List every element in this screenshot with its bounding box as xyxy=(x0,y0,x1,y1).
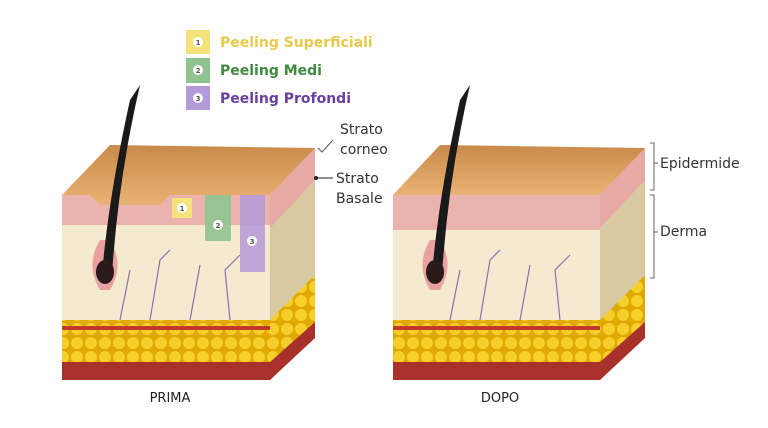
skin-cube-before: 1 2 3 xyxy=(62,85,315,380)
epidermis-layer xyxy=(62,195,270,225)
marker-number: 1 xyxy=(180,205,185,213)
muscle-layer xyxy=(393,362,600,380)
side-muscle xyxy=(600,322,645,380)
strato-corneo-pointer xyxy=(317,139,334,153)
hair-bulb xyxy=(426,260,444,284)
side-muscle xyxy=(270,322,315,380)
legend-deep: Peeling Profondi xyxy=(220,91,351,107)
legend-superficial: Peeling Superficiali xyxy=(220,35,373,51)
blood-vessel xyxy=(393,326,600,330)
muscle-layer xyxy=(62,362,270,380)
legend-medium: Peeling Medi xyxy=(220,63,322,79)
stratum-corneum-top xyxy=(393,145,645,195)
side-epidermis xyxy=(270,148,315,228)
side-fat xyxy=(600,275,645,365)
marker-number: 2 xyxy=(216,222,221,230)
label-derma: Derma xyxy=(660,224,707,240)
caption-dopo: DOPO xyxy=(481,391,519,406)
nerves xyxy=(449,249,571,321)
legend-number: 2 xyxy=(196,67,201,75)
peeling-marker-medium xyxy=(205,195,231,241)
label-strato-basale-2: Basale xyxy=(336,191,383,207)
side-fat xyxy=(270,275,315,365)
peeling-marker-deep xyxy=(240,195,265,272)
skin-cube-after xyxy=(393,85,645,380)
label-strato-basale: Strato xyxy=(336,171,379,187)
caption-prima: PRIMA xyxy=(150,391,191,406)
epidermide-bracket xyxy=(650,142,658,191)
label-strato-corneo-2: corneo xyxy=(340,142,388,158)
hair-shaft xyxy=(102,85,140,275)
nerves xyxy=(119,249,241,321)
legend-number: 1 xyxy=(196,39,201,47)
hair-bulb xyxy=(96,260,114,284)
legend-number: 3 xyxy=(196,95,201,103)
label-strato-corneo: Strato xyxy=(340,122,383,138)
side-epidermis xyxy=(600,148,645,228)
legend: 1 Peeling Superficiali 2 Peeling Medi 3 … xyxy=(186,30,373,110)
marker-number: 3 xyxy=(250,238,255,246)
stratum-corneum-top xyxy=(62,145,315,205)
epidermis-layer xyxy=(393,195,600,230)
label-epidermide: Epidermide xyxy=(660,156,740,172)
blood-vessel xyxy=(62,326,270,330)
hair-shaft xyxy=(432,85,470,275)
derma-bracket xyxy=(650,194,658,279)
